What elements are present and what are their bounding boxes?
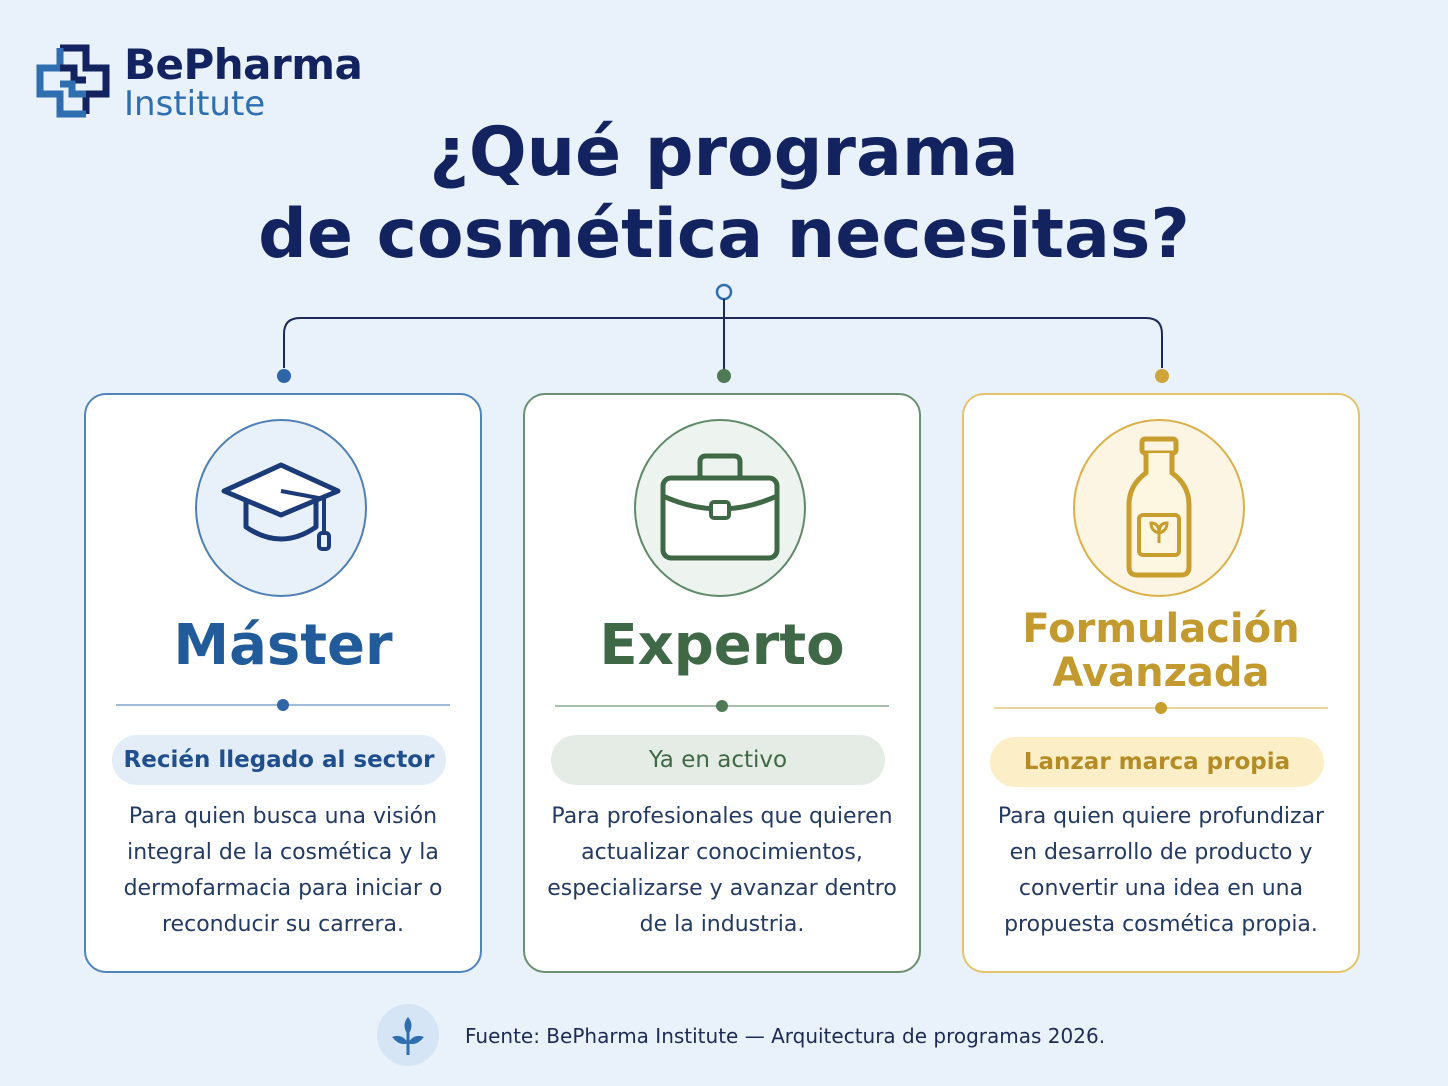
sprout-icon <box>392 1017 424 1055</box>
connector-branch <box>283 317 1163 368</box>
footer: Fuente: BePharma Institute — Arquitectur… <box>0 1002 1448 1070</box>
program-title-master: Máster <box>173 613 393 678</box>
program-card-formulacion-avanzada: Formulación Avanzada Lanzar marca propia… <box>962 393 1360 973</box>
connector-node-master <box>277 369 291 383</box>
bottle-icon <box>1126 436 1192 578</box>
card-divider <box>116 699 450 711</box>
card-divider <box>994 702 1328 714</box>
connector-node-experto <box>717 369 731 383</box>
pharma-cross-icon <box>36 44 110 118</box>
connector-root-node <box>715 283 733 301</box>
program-card-experto: Experto Ya en activo Para profesionales … <box>523 393 921 973</box>
program-description-experto: Para profesionales que quieren actualiza… <box>547 804 897 937</box>
program-card-master: Máster Recién llegado al sector Para qui… <box>84 393 482 973</box>
program-icon-badge <box>634 419 806 597</box>
program-tag-master: Recién llegado al sector <box>112 735 446 785</box>
graduation-cap-icon <box>221 462 341 551</box>
program-title-line-1: Formulación <box>1022 606 1300 652</box>
page-title-line-2: de cosmética necesitas? <box>258 195 1190 274</box>
briefcase-icon <box>660 453 780 561</box>
program-icon-badge <box>195 419 367 597</box>
connector-tree <box>277 283 1169 383</box>
program-title-line-2: Avanzada <box>1052 650 1270 696</box>
footer-badge <box>377 1004 439 1066</box>
program-title-experto: Experto <box>599 613 845 678</box>
brand-name: BePharma <box>124 40 363 89</box>
page-title: ¿Qué programa de cosmética necesitas? <box>0 112 1448 276</box>
program-description-master: Para quien busca una visión integral de … <box>123 804 443 937</box>
program-title-formulacion-avanzada: Formulación Avanzada <box>964 607 1358 695</box>
footer-source: Fuente: BePharma Institute — Arquitectur… <box>465 1024 1106 1048</box>
page-title-line-1: ¿Qué programa <box>429 113 1019 192</box>
program-tag-formulacion-avanzada: Lanzar marca propia <box>990 737 1324 787</box>
connector-node-formulacion <box>1155 369 1169 383</box>
program-icon-badge <box>1073 419 1245 597</box>
card-divider <box>555 700 889 712</box>
program-description-formulacion-avanzada: Para quien quiere profundizar en desarro… <box>997 804 1325 937</box>
brand-subtitle: Institute <box>124 84 266 124</box>
program-tag-experto: Ya en activo <box>551 735 885 785</box>
brand-logo: BePharma Institute <box>36 40 376 124</box>
